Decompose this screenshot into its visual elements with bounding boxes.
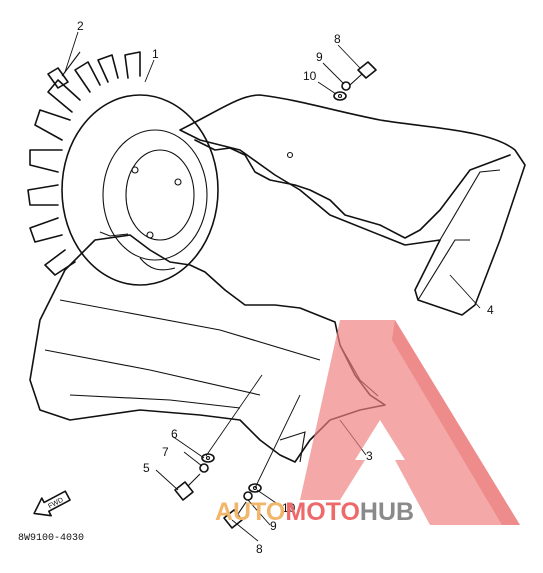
upper-cover [179, 94, 526, 316]
flywheel-fan [27, 51, 219, 286]
label-9-top: 9 [316, 50, 323, 64]
label-8-top: 8 [334, 32, 341, 46]
label-4: 4 [487, 303, 494, 317]
watermark-hub: HUB [360, 498, 414, 526]
label-1: 1 [152, 47, 159, 61]
fastener-left [174, 453, 215, 501]
label-6: 6 [171, 427, 178, 441]
watermark-auto: AUTO [215, 498, 285, 526]
label-10-bottom: 10 [282, 501, 296, 515]
figure-code: 8W9100-4030 [18, 533, 84, 544]
label-5: 5 [143, 461, 150, 475]
label-2: 2 [77, 19, 84, 33]
label-3: 3 [366, 449, 373, 463]
fastener-upper [333, 61, 377, 101]
label-10-top: 10 [303, 69, 317, 83]
watermark-moto: MOTO [285, 498, 360, 526]
fastener-bottom [223, 483, 262, 529]
watermark-text: AUTOMOTOHUB [215, 498, 414, 526]
front-arrow-icon: FWD [33, 490, 71, 517]
label-9-bottom: 9 [270, 519, 277, 533]
label-7: 7 [162, 445, 169, 459]
watermark-logo [300, 320, 520, 525]
callout-lines [64, 31, 481, 542]
label-8-bottom: 8 [256, 542, 263, 556]
